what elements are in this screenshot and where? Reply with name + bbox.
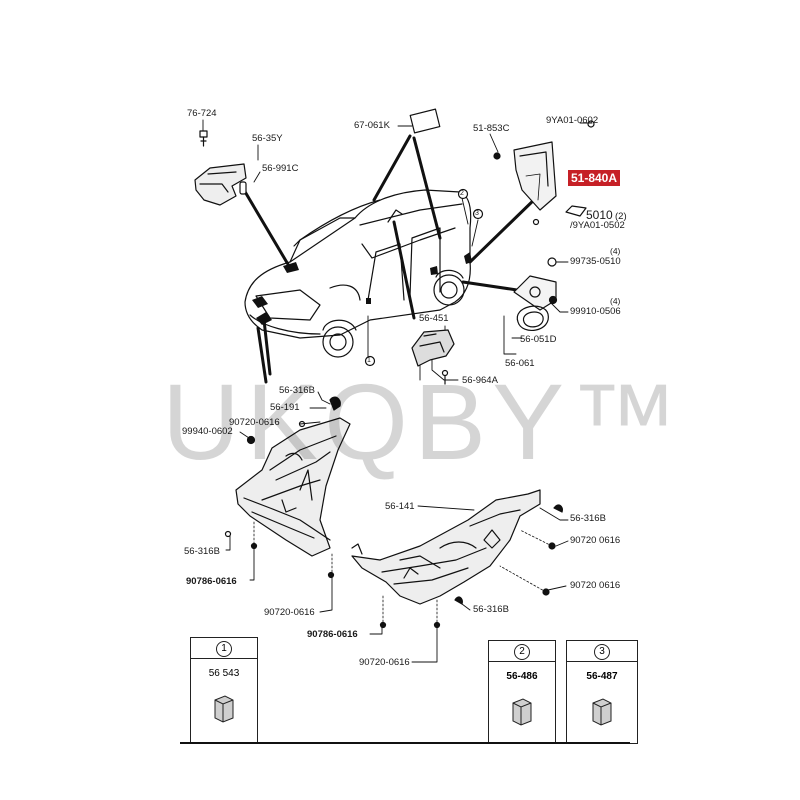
part-56-35y (194, 163, 247, 206)
part-56-191-under-cover (224, 396, 351, 579)
clip-icon (214, 695, 234, 723)
legend-box-1: 1 56 543 (190, 637, 258, 744)
label-76-724: 76-724 (187, 108, 217, 119)
clip-icon (512, 698, 532, 726)
label-56-451: 56-451 (419, 313, 449, 324)
marker-2: 2 (460, 190, 464, 197)
legend-number-2: 2 (514, 644, 530, 660)
label-56-191: 56-191 (270, 402, 300, 413)
legend-number-3: 3 (594, 644, 610, 660)
legend-box-3: 3 56-487 (566, 640, 638, 744)
watermark: UKQBY™ (162, 361, 685, 482)
legend-number-1: 1 (216, 641, 232, 657)
legend-part-3: 56-487 (586, 671, 618, 682)
label-5010: 5010 (586, 208, 613, 222)
label-67-061k: 67-061K (354, 120, 390, 131)
label-56-991c: 56-991C (262, 163, 299, 174)
legend-box-2: 2 56-486 (488, 640, 556, 744)
leader-lines-thick (242, 134, 540, 384)
label-99910-0506: 99910-0506 (570, 306, 621, 317)
label-56-051d: 56-051D (520, 334, 557, 345)
highlight-callout-51-840a: 51-840A (568, 170, 620, 186)
label-90720-0616-right-a: 90720 0616 (570, 535, 621, 546)
label-56-35y: 56-35Y (252, 133, 283, 144)
label-56-061: 56-061 (505, 358, 535, 369)
label-9ya01-0502: /9YA01-0502 (570, 220, 625, 231)
label-99910-qty: (4) (610, 296, 621, 306)
label-99940-0602: 99940-0602 (182, 426, 233, 437)
label-56-316b-lower: 56-316B (473, 604, 509, 615)
part-56-051d (513, 257, 558, 331)
label-90720-0616-bottom: 90720-0616 (359, 657, 410, 668)
legend-part-1: 56 543 (208, 668, 240, 679)
fastener-dashes (253, 519, 553, 627)
label-51-853c: 51-853C (473, 123, 510, 134)
part-56-141-under-cover (351, 489, 563, 629)
part-56-451 (411, 329, 455, 385)
label-90786-0616-mid: 90786-0616 (307, 629, 358, 640)
clip-icon (592, 698, 612, 726)
label-90786-0616-left: 90786-0616 (186, 576, 237, 587)
label-9ya01-0602: 9YA01-0602 (546, 115, 599, 126)
vehicle-outline (244, 189, 472, 358)
marker-1: 1 (367, 357, 371, 364)
bottom-rule (180, 742, 630, 744)
vehicle-highlights (252, 252, 472, 325)
label-56-316b-left: 56-316B (184, 546, 220, 557)
label-56-964a: 56-964A (462, 375, 498, 386)
part-76-724 (199, 130, 208, 147)
label-5010-qty: (2) (615, 211, 627, 222)
label-90720-0616-left: 90720-0616 (229, 417, 280, 428)
car-callout-markers (364, 188, 484, 367)
part-51-840a-mudflap (493, 120, 595, 226)
label-99735-qty: (4) (610, 246, 621, 256)
label-56-141: 56-141 (385, 501, 415, 512)
label-99735-0510: 99735-0510 (570, 256, 621, 267)
marker-3: 3 (475, 210, 479, 217)
legend-part-2: 56-486 (506, 671, 538, 682)
part-67-061k (409, 108, 441, 134)
label-56-316b-top: 56-316B (279, 385, 315, 396)
leader-lines-thin (202, 119, 593, 663)
label-90720-0616-right-b: 90720 0616 (570, 580, 621, 591)
label-90720-0616-mid: 90720-0616 (264, 607, 315, 618)
label-56-316b-right: 56-316B (570, 513, 606, 524)
